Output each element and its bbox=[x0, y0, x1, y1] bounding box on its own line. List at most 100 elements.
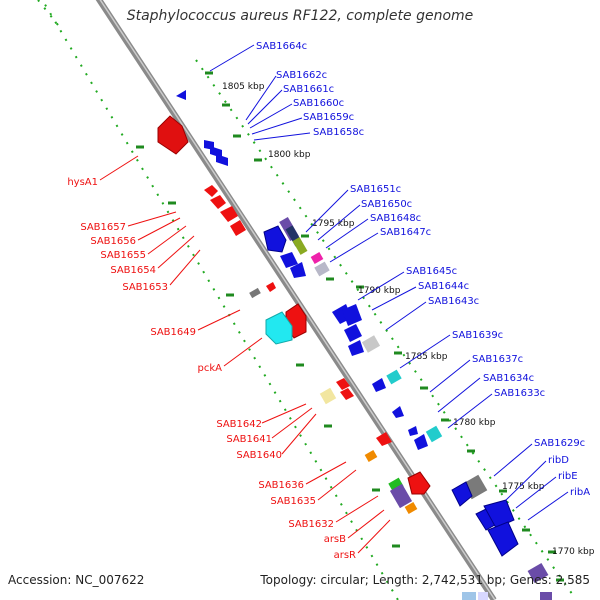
gene-sab1634c[interactable] bbox=[408, 426, 418, 436]
gene-cyan-a[interactable] bbox=[386, 369, 402, 385]
gene-ribA[interactable] bbox=[487, 521, 519, 557]
gene-label[interactable]: SAB1648c bbox=[370, 213, 421, 224]
gene-cyan-b[interactable] bbox=[425, 425, 443, 443]
gene-grey-b[interactable] bbox=[361, 335, 381, 353]
gene-sab1651c[interactable] bbox=[263, 225, 287, 253]
gene-sab1635-green[interactable] bbox=[388, 477, 404, 493]
gene-sab1655[interactable] bbox=[220, 206, 238, 222]
gene-label[interactable]: SAB1634c bbox=[483, 373, 534, 384]
plus-callout-lines bbox=[99, 155, 391, 554]
gene-grey-a[interactable] bbox=[314, 261, 330, 277]
gene-label[interactable]: SAB1649 bbox=[150, 327, 196, 338]
kbp-label: 1800 kbp bbox=[268, 150, 311, 160]
gene-sab1641[interactable] bbox=[340, 388, 354, 400]
far-left-dotted-guide bbox=[37, 0, 63, 31]
gene-label[interactable]: arsR bbox=[334, 550, 356, 561]
gene-label[interactable]: SAB1651c bbox=[350, 184, 401, 195]
gene-label[interactable]: SAB1643c bbox=[428, 296, 479, 307]
minus-callout-lines bbox=[209, 44, 569, 521]
gene-label[interactable]: SAB1637c bbox=[472, 354, 523, 365]
gene-pckA[interactable] bbox=[265, 311, 293, 345]
gene-label[interactable]: SAB1659c bbox=[303, 112, 354, 123]
map-title: Staphylococcus aureus RF122, complete ge… bbox=[126, 8, 474, 24]
gene-sab1656[interactable] bbox=[210, 195, 226, 209]
gene-label[interactable]: SAB1658c bbox=[313, 127, 364, 138]
gene-sab1629c[interactable] bbox=[451, 481, 473, 507]
gene-sab1643c-b[interactable] bbox=[348, 340, 364, 356]
kbp-label: 1795 kbp bbox=[312, 219, 355, 229]
gene-sab1642[interactable] bbox=[336, 378, 350, 390]
gene-sab1647c-b[interactable] bbox=[290, 262, 306, 278]
gene-sab1637c[interactable] bbox=[392, 406, 404, 418]
genome-backbone-shade bbox=[99, 0, 496, 600]
gene-label[interactable]: arsB bbox=[324, 534, 346, 545]
gene-label[interactable]: SAB1653 bbox=[122, 282, 168, 293]
gene-arsB[interactable] bbox=[404, 502, 418, 514]
gene-top-arrow[interactable] bbox=[176, 90, 186, 100]
gene-label[interactable]: hysA1 bbox=[67, 177, 98, 188]
gene-label[interactable]: ribE bbox=[558, 471, 578, 482]
gene-sab1635[interactable] bbox=[389, 483, 413, 509]
gene-label[interactable]: SAB1661c bbox=[283, 84, 334, 95]
gene-label[interactable]: SAB1647c bbox=[380, 227, 431, 238]
genome-backbone bbox=[95, 0, 497, 600]
gene-sab1642-pale[interactable] bbox=[319, 387, 337, 405]
gene-label[interactable]: SAB1650c bbox=[361, 199, 412, 210]
scale-tick-marks bbox=[136, 71, 564, 582]
gene-sab1634c-b[interactable] bbox=[414, 434, 428, 450]
gene-ribE[interactable] bbox=[483, 499, 515, 529]
gene-sab1643c[interactable] bbox=[344, 324, 362, 342]
bottom-edge-features bbox=[462, 592, 552, 600]
gene-sab1648c[interactable] bbox=[292, 237, 308, 255]
gene-label[interactable]: SAB1633c bbox=[494, 388, 545, 399]
gene-sab1654[interactable] bbox=[230, 220, 246, 236]
kbp-tick-labels: 1805 kbp 1800 kbp 1795 kbp 1790 kbp 1785… bbox=[222, 82, 595, 557]
gene-sab1636[interactable] bbox=[364, 450, 378, 462]
gene-label[interactable]: SAB1654 bbox=[110, 265, 156, 276]
gene-sab1660c[interactable] bbox=[216, 154, 228, 166]
plus-strand-labels: hysA1 SAB1657 SAB1656 SAB1655 SAB1654 SA… bbox=[67, 177, 356, 561]
gene-label[interactable]: SAB1656 bbox=[90, 236, 136, 247]
gene-sab1657[interactable] bbox=[204, 185, 218, 197]
gene-label[interactable]: SAB1640 bbox=[236, 450, 282, 461]
kbp-label: 1785 kbp bbox=[405, 352, 448, 362]
gene-sab1647c[interactable] bbox=[280, 252, 298, 268]
gene-sab1632[interactable] bbox=[407, 471, 431, 495]
minus-strand-genes bbox=[204, 140, 549, 584]
plus-strand-genes bbox=[157, 90, 431, 514]
gene-label[interactable]: ribA bbox=[570, 487, 590, 498]
gene-sab1639c[interactable] bbox=[372, 378, 386, 392]
gene-label[interactable]: SAB1639c bbox=[452, 330, 503, 341]
gene-label[interactable]: SAB1664c bbox=[256, 41, 307, 52]
kbp-label: 1790 kbp bbox=[358, 286, 401, 296]
gene-label[interactable]: pckA bbox=[198, 363, 223, 374]
kbp-label: 1770 kbp bbox=[552, 547, 595, 557]
gene-pink[interactable] bbox=[310, 252, 324, 264]
gene-label[interactable]: SAB1632 bbox=[288, 519, 334, 530]
gene-grey-small[interactable] bbox=[249, 287, 261, 299]
gene-label[interactable]: SAB1629c bbox=[534, 438, 585, 449]
topology-text: Topology: circular; Length: 2,742,531 bp… bbox=[260, 573, 590, 587]
gene-label[interactable]: SAB1636 bbox=[258, 480, 304, 491]
gene-label[interactable]: ribD bbox=[548, 455, 569, 466]
kbp-label: 1780 kbp bbox=[453, 418, 496, 428]
gene-label[interactable]: SAB1655 bbox=[100, 250, 146, 261]
gene-label[interactable]: SAB1657 bbox=[80, 222, 126, 233]
gene-sab1653[interactable] bbox=[266, 282, 276, 292]
minus-strand-labels: SAB1664c SAB1662c SAB1661c SAB1660c SAB1… bbox=[256, 41, 590, 498]
gene-purple-bottom[interactable] bbox=[527, 562, 549, 584]
left-dotted-guide bbox=[41, 0, 399, 600]
gene-label[interactable]: SAB1635 bbox=[270, 496, 316, 507]
gene-label[interactable]: SAB1660c bbox=[293, 98, 344, 109]
gene-label[interactable]: SAB1641 bbox=[226, 434, 272, 445]
gene-label[interactable]: SAB1642 bbox=[216, 419, 262, 430]
right-dotted-guide bbox=[195, 59, 576, 599]
kbp-label: 1805 kbp bbox=[222, 82, 265, 92]
gene-sab1644c[interactable] bbox=[342, 304, 362, 326]
gene-label[interactable]: SAB1645c bbox=[406, 266, 457, 277]
gene-label[interactable]: SAB1662c bbox=[276, 70, 327, 81]
gene-sab1640[interactable] bbox=[376, 432, 392, 446]
gene-hysA1[interactable] bbox=[157, 115, 189, 155]
gene-label[interactable]: SAB1644c bbox=[418, 281, 469, 292]
